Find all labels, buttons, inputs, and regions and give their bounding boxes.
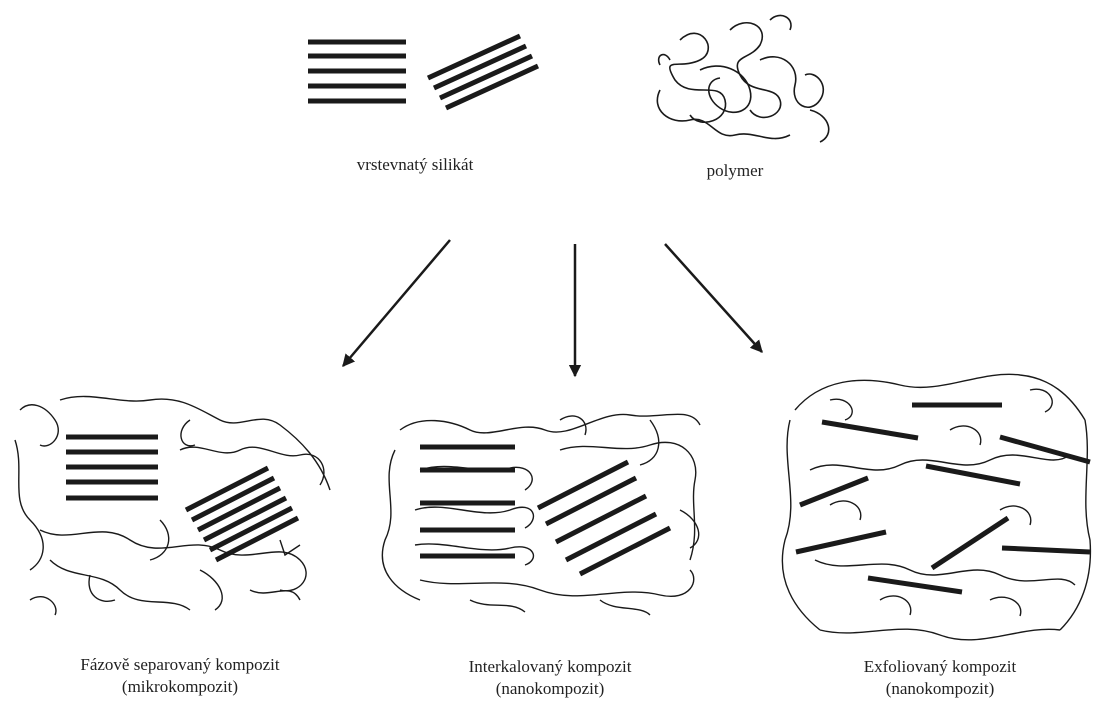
exfoliated-composite [782,374,1090,640]
reaction-arrows [343,240,762,376]
phase-separated-subtitle: (mikrokompozit) [20,676,340,698]
exfoliated-title: Exfoliovaný kompozit [810,656,1070,678]
exfoliated-subtitle: (nanokompozit) [810,678,1070,700]
phase-separated-title: Fázově separovaný kompozit [20,654,340,676]
silicate-stack-tilted [428,36,538,108]
phase-separated-composite [15,396,330,615]
arrow-left [343,240,450,366]
silicate-label: vrstevnatý silikát [300,154,530,176]
silicate-stack-parallel [308,42,406,101]
polymer-label: polymer [660,160,810,182]
intercalated-composite [382,414,700,615]
phase-separated-caption: Fázově separovaný kompozit (mikrokompozi… [20,654,340,698]
intercalated-subtitle: (nanokompozit) [400,678,700,700]
arrow-right [665,244,762,352]
exfoliated-caption: Exfoliovaný kompozit (nanokompozit) [810,656,1070,700]
intercalated-caption: Interkalovaný kompozit (nanokompozit) [400,656,700,700]
polymer-chains [657,15,828,142]
intercalated-title: Interkalovaný kompozit [400,656,700,678]
